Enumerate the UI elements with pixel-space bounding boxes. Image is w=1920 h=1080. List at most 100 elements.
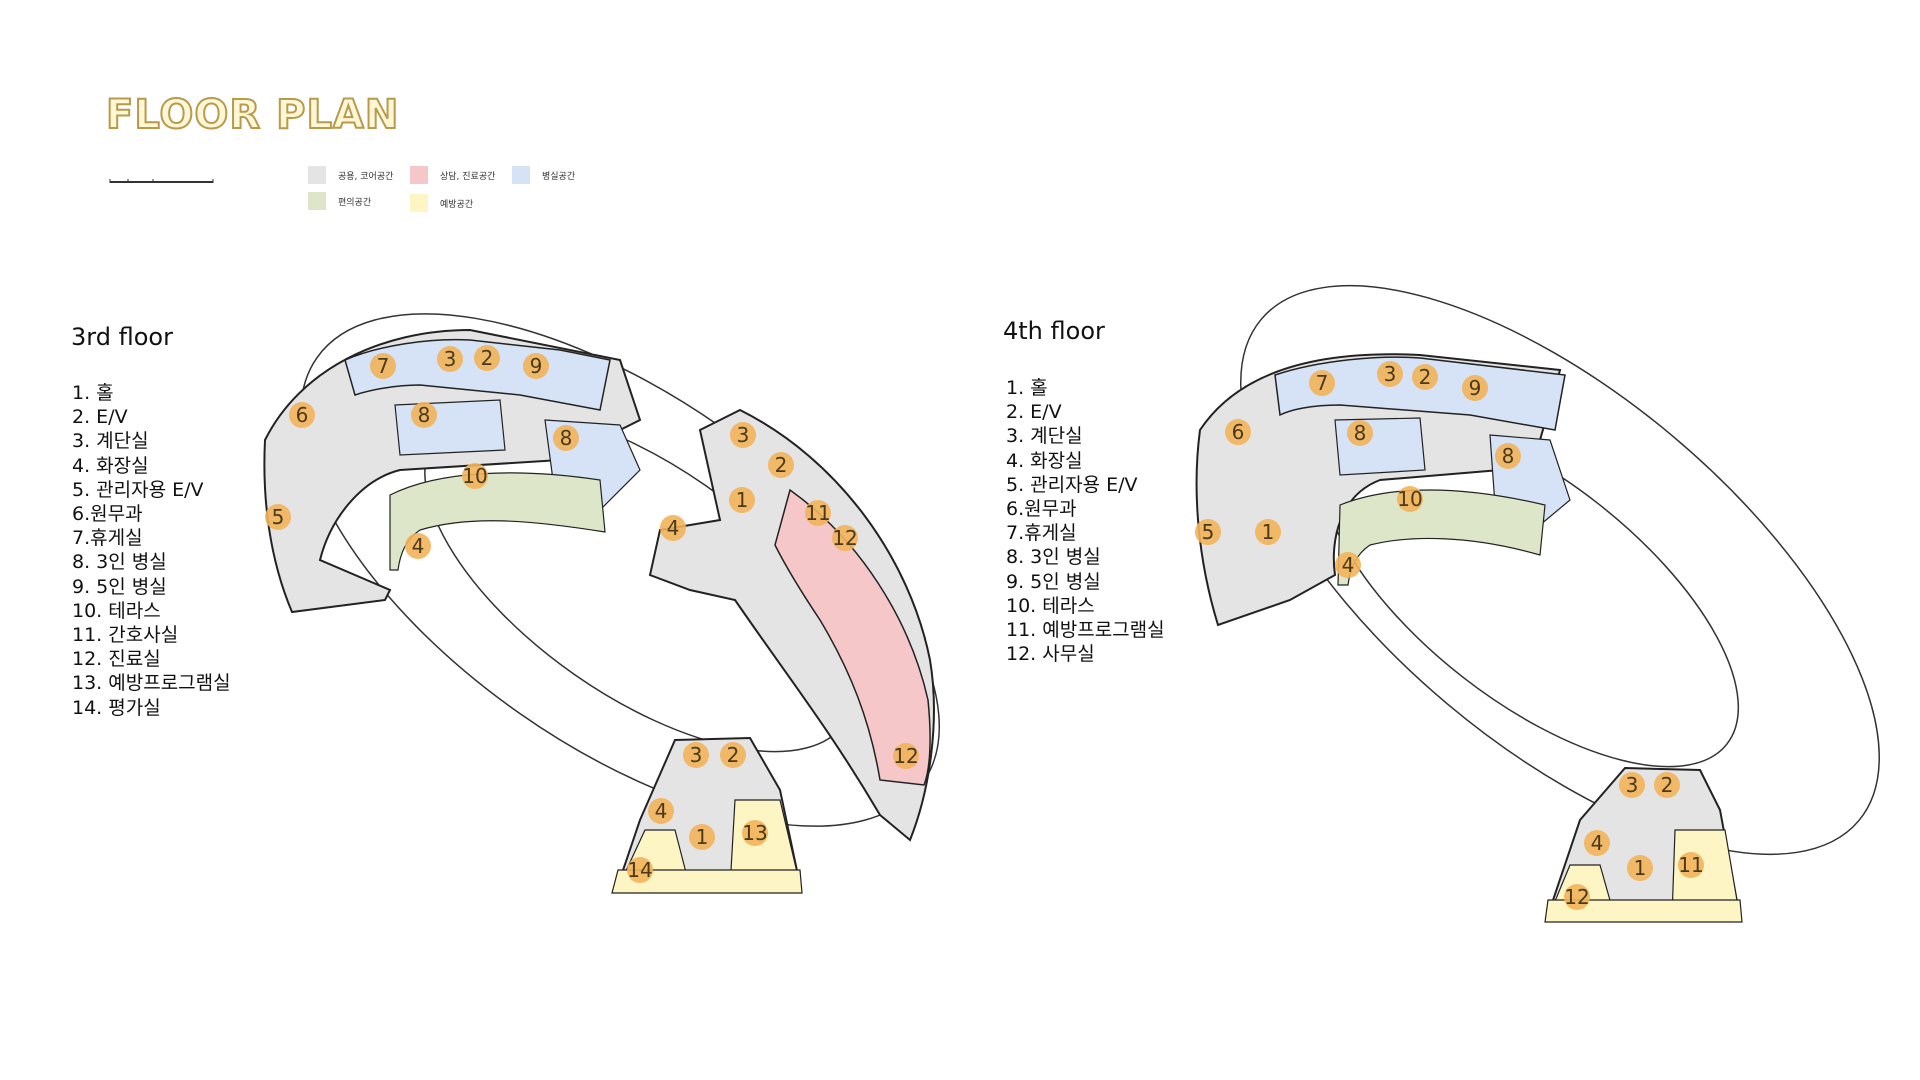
- marker-number: 7: [377, 354, 390, 378]
- legend-item-common: 공용, 코어공간: [308, 166, 393, 184]
- marker-circle: [768, 452, 794, 478]
- room-number-marker: 3: [730, 422, 756, 448]
- room-list-item: 11. 예방프로그램실: [1006, 619, 1165, 642]
- room-list-item: 2. E/V: [72, 406, 128, 429]
- marker-circle: [1584, 830, 1610, 856]
- marker-circle: [405, 533, 431, 559]
- room-number-marker: 2: [1412, 364, 1438, 390]
- marker-number: 8: [560, 426, 573, 450]
- plan-4-outer-outline: [1240, 284, 1880, 856]
- marker-number: 8: [418, 403, 431, 427]
- room-list-item: 10. 테라스: [72, 599, 161, 622]
- room-number-marker: 3: [437, 346, 463, 372]
- room-list-item: 4. 화장실: [72, 454, 149, 477]
- room-number-marker: 11: [1678, 852, 1704, 878]
- room-number-marker: 1: [689, 824, 715, 850]
- marker-number: 8: [1502, 444, 1515, 468]
- room-number-marker: 4: [405, 533, 431, 559]
- room-list-item: 9. 5인 병실: [72, 575, 167, 598]
- marker-number: 5: [272, 505, 285, 529]
- marker-number: 1: [1262, 520, 1275, 544]
- marker-circle: [553, 425, 579, 451]
- marker-circle: [1627, 855, 1653, 881]
- room-list-item: 2. E/V: [1006, 401, 1062, 424]
- marker-circle: [289, 402, 315, 428]
- marker-number: 9: [530, 354, 543, 378]
- plan-4th-floor: [1195, 284, 1880, 923]
- room-list-item: 8. 3인 병실: [1006, 546, 1101, 569]
- room-number-marker: 1: [729, 487, 755, 513]
- room-list-item: 7.휴게실: [72, 527, 143, 550]
- room-list-item: 12. 사무실: [1006, 643, 1095, 666]
- marker-number: 12: [832, 526, 857, 550]
- room-number-marker: 12: [832, 525, 858, 551]
- room-list-item: 8. 3인 병실: [72, 551, 167, 574]
- marker-number: 11: [805, 501, 830, 525]
- legend-label-clinic: 상담, 진료공간: [440, 171, 496, 182]
- plan-3-south-bottom: [611, 869, 803, 894]
- marker-circle: [1255, 519, 1281, 545]
- marker-number: 4: [412, 534, 425, 558]
- marker-circle: [648, 798, 674, 824]
- marker-circle: [474, 345, 500, 371]
- legend: 공용, 코어공간 상담, 진료공간 병실공간 편의공간 예방공간: [300, 162, 600, 222]
- plan-4-north-wards: [1274, 356, 1566, 431]
- room-number-marker: 10: [462, 463, 488, 489]
- marker-circle: [1412, 364, 1438, 390]
- room-number-marker: 4: [648, 798, 674, 824]
- room-number-marker: 2: [474, 345, 500, 371]
- room-list-item: 10. 테라스: [1006, 594, 1095, 617]
- room-number-marker: 5: [1195, 519, 1221, 545]
- room-number-marker: 3: [1619, 772, 1645, 798]
- room-list-item: 6.원무과: [72, 503, 143, 526]
- plan-3-inner-wards: [394, 399, 506, 456]
- legend-item-convenience: 편의공간: [308, 192, 371, 210]
- room-number-marker: 1: [1627, 855, 1653, 881]
- room-list-item: 14. 평가실: [72, 696, 161, 719]
- marker-number: 1: [736, 488, 749, 512]
- plan-4-inner-wards: [1334, 417, 1426, 476]
- room-number-marker: 10: [1397, 486, 1423, 512]
- marker-number: 2: [775, 453, 788, 477]
- legend-swatch-clinic: [410, 166, 428, 184]
- marker-circle: [729, 487, 755, 513]
- scale-bar: [109, 179, 214, 183]
- room-number-marker: 4: [1584, 830, 1610, 856]
- room-list-item: 12. 진료실: [72, 648, 161, 671]
- marker-circle: [411, 402, 437, 428]
- legend-item-clinic: 상담, 진료공간: [410, 166, 495, 184]
- room-number-marker: 8: [411, 402, 437, 428]
- marker-number: 4: [1342, 553, 1355, 577]
- legend-swatch-prevention: [410, 194, 428, 212]
- marker-circle: [1654, 772, 1680, 798]
- marker-number: 7: [1316, 371, 1329, 395]
- room-list-item: 5. 관리자용 E/V: [72, 478, 204, 501]
- marker-number: 3: [1384, 362, 1397, 386]
- legend-label-common: 공용, 코어공간: [338, 171, 394, 182]
- marker-circle: [1377, 361, 1403, 387]
- legend-item-prevention: 예방공간: [410, 194, 473, 212]
- marker-circle: [1309, 370, 1335, 396]
- room-number-marker: 6: [1225, 419, 1251, 445]
- marker-number: 10: [1397, 487, 1422, 511]
- marker-circle: [893, 743, 919, 769]
- room-number-marker: 6: [289, 402, 315, 428]
- marker-circle: [437, 346, 463, 372]
- legend-label-ward: 병실공간: [542, 171, 576, 182]
- room-list-item: 3. 계단실: [72, 430, 149, 453]
- legend-item-ward: 병실공간: [512, 166, 575, 184]
- room-list-item: 9. 5인 병실: [1006, 570, 1101, 593]
- room-number-marker: 12: [893, 743, 919, 769]
- room-number-marker: 2: [1654, 772, 1680, 798]
- room-number-marker: 8: [553, 425, 579, 451]
- marker-number: 2: [727, 743, 740, 767]
- room-number-marker: 1: [1255, 519, 1281, 545]
- marker-number: 13: [742, 821, 767, 845]
- marker-number: 3: [1626, 773, 1639, 797]
- marker-circle: [1335, 552, 1361, 578]
- marker-circle: [1347, 420, 1373, 446]
- marker-circle: [742, 820, 768, 846]
- room-number-marker: 3: [1377, 361, 1403, 387]
